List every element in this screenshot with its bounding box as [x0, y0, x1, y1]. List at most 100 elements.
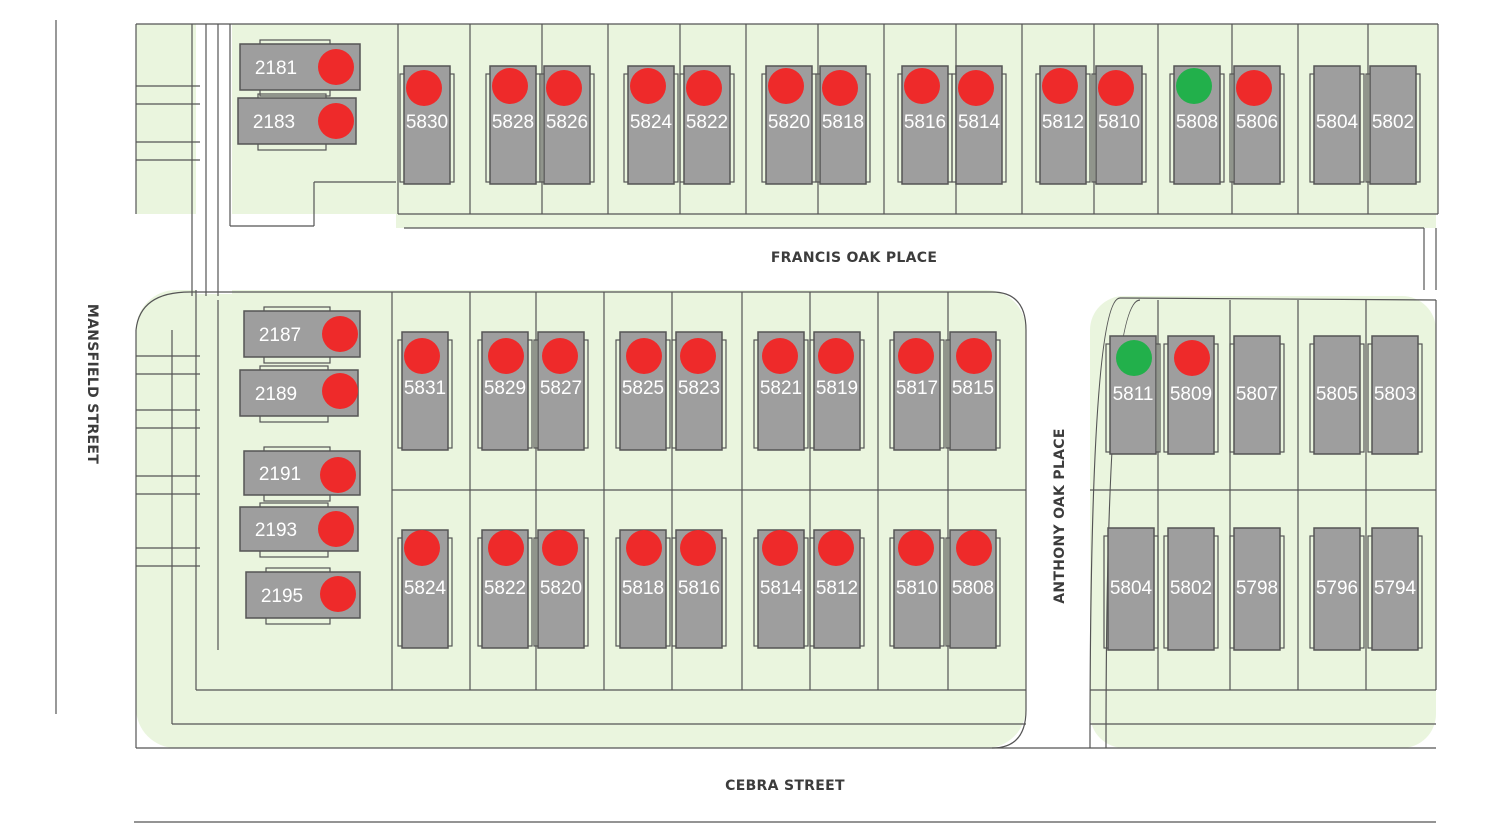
unit-2183[interactable]: 2183 [237, 93, 357, 151]
unit-5825[interactable]: 5825 [615, 331, 671, 451]
unit-5824[interactable]: 5824 [623, 65, 679, 185]
unit-5811[interactable]: 5811 [1105, 335, 1161, 455]
unit-footprint [1313, 335, 1361, 455]
land-parcel [396, 214, 1436, 228]
unit-number: 5802 [1372, 112, 1414, 133]
unit-5796[interactable]: 5796 [1309, 527, 1365, 651]
unit-number: 5819 [816, 378, 858, 399]
unit-5820[interactable]: 5820 [533, 529, 589, 649]
unit-number: 5818 [822, 112, 864, 133]
unit-5818[interactable]: 5818 [615, 529, 671, 649]
unit-5802[interactable]: 5802 [1365, 65, 1421, 185]
unit-5819[interactable]: 5819 [809, 331, 865, 451]
unit-5824[interactable]: 5824 [397, 529, 453, 649]
status-dot-sold [542, 338, 578, 374]
status-dot-sold [958, 70, 994, 106]
unit-5808[interactable]: 5808 [945, 529, 1001, 649]
unit-footprint [1369, 65, 1417, 185]
unit-number: 5818 [622, 578, 664, 599]
unit-number: 5827 [540, 378, 582, 399]
unit-number: 2195 [261, 586, 303, 607]
unit-5817[interactable]: 5817 [889, 331, 945, 451]
unit-footprint [1371, 527, 1419, 651]
status-dot-sold [630, 68, 666, 104]
unit-number: 2191 [259, 464, 301, 485]
unit-2187[interactable]: 2187 [243, 306, 361, 364]
access-lane [196, 24, 232, 294]
unit-5810[interactable]: 5810 [889, 529, 945, 649]
unit-number: 5822 [686, 112, 728, 133]
unit-5820[interactable]: 5820 [761, 65, 817, 185]
status-dot-sold [318, 511, 354, 547]
unit-5827[interactable]: 5827 [533, 331, 589, 451]
unit-5807[interactable]: 5807 [1229, 335, 1285, 455]
unit-number: 5814 [760, 578, 803, 599]
unit-2181[interactable]: 2181 [239, 39, 361, 97]
unit-5814[interactable]: 5814 [753, 529, 809, 649]
status-dot-sold [626, 338, 662, 374]
unit-5826[interactable]: 5826 [539, 65, 595, 185]
unit-footprint [1371, 335, 1419, 455]
unit-number: 5802 [1170, 578, 1212, 599]
unit-5804[interactable]: 5804 [1103, 527, 1159, 651]
status-dot-sold [318, 49, 354, 85]
unit-number: 5812 [816, 578, 858, 599]
unit-number: 5824 [630, 112, 673, 133]
status-dot-sold [762, 530, 798, 566]
unit-5822[interactable]: 5822 [477, 529, 533, 649]
status-dot-sold [322, 373, 358, 409]
unit-5794[interactable]: 5794 [1367, 527, 1423, 651]
unit-5822[interactable]: 5822 [679, 65, 735, 185]
unit-5808[interactable]: 5808 [1169, 65, 1225, 185]
unit-5823[interactable]: 5823 [671, 331, 727, 451]
unit-5812[interactable]: 5812 [1035, 65, 1091, 185]
unit-5805[interactable]: 5805 [1309, 335, 1365, 455]
status-dot-sold [1236, 70, 1272, 106]
unit-5809[interactable]: 5809 [1163, 335, 1219, 455]
status-dot-sold [686, 70, 722, 106]
unit-number: 5821 [760, 378, 802, 399]
unit-number: 5803 [1374, 384, 1416, 405]
unit-5806[interactable]: 5806 [1229, 65, 1285, 185]
unit-number: 5810 [1098, 112, 1140, 133]
status-dot-sold [542, 530, 578, 566]
unit-5818[interactable]: 5818 [815, 65, 871, 185]
street-label-mansfield: MANSFIELD STREET [84, 304, 100, 464]
unit-5810[interactable]: 5810 [1091, 65, 1147, 185]
unit-5803[interactable]: 5803 [1367, 335, 1423, 455]
unit-5814[interactable]: 5814 [951, 65, 1007, 185]
unit-5815[interactable]: 5815 [945, 331, 1001, 451]
unit-2191[interactable]: 2191 [243, 446, 361, 502]
unit-number: 5831 [404, 378, 446, 399]
unit-5804[interactable]: 5804 [1309, 65, 1365, 185]
unit-5816[interactable]: 5816 [897, 65, 953, 185]
unit-2195[interactable]: 2195 [245, 567, 361, 625]
status-dot-sold [320, 457, 356, 493]
status-dot-available [1116, 340, 1152, 376]
unit-5828[interactable]: 5828 [485, 65, 541, 185]
unit-number: 5824 [404, 578, 447, 599]
unit-5802[interactable]: 5802 [1163, 527, 1219, 651]
unit-number: 5820 [768, 112, 810, 133]
unit-5798[interactable]: 5798 [1229, 527, 1285, 651]
unit-5831[interactable]: 5831 [397, 331, 453, 451]
unit-5812[interactable]: 5812 [809, 529, 865, 649]
unit-2189[interactable]: 2189 [239, 365, 359, 423]
unit-5816[interactable]: 5816 [671, 529, 727, 649]
unit-number: 5823 [678, 378, 720, 399]
status-dot-sold [956, 338, 992, 374]
status-dot-sold [822, 70, 858, 106]
unit-number: 5805 [1316, 384, 1358, 405]
status-dot-sold [1098, 70, 1134, 106]
unit-5830[interactable]: 5830 [399, 65, 455, 185]
unit-5829[interactable]: 5829 [477, 331, 533, 451]
status-dot-sold [404, 530, 440, 566]
unit-number: 5820 [540, 578, 582, 599]
street-label-anthony-oak: ANTHONY OAK PLACE [1052, 428, 1068, 604]
unit-5821[interactable]: 5821 [753, 331, 809, 451]
status-dot-sold [956, 530, 992, 566]
unit-2193[interactable]: 2193 [239, 502, 359, 558]
unit-number: 2183 [253, 112, 295, 133]
status-dot-sold [1174, 340, 1210, 376]
